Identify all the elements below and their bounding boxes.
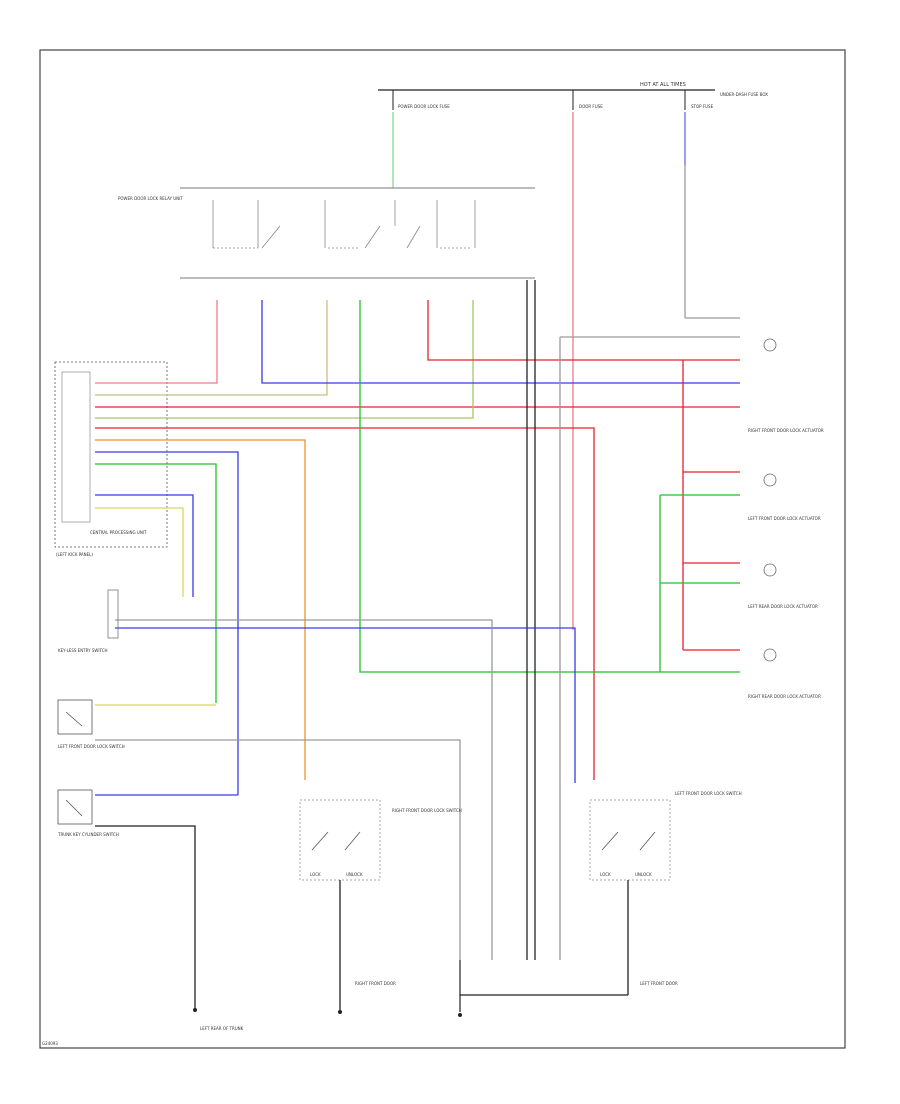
trunk-switch — [57, 789, 93, 825]
top-bus-label: HOT AT ALL TIMES — [640, 82, 686, 88]
lock-label-right: LOCK — [600, 872, 611, 877]
actuator-symbols — [763, 338, 777, 662]
trunk-switch-label: TRUNK KEY CYLINDER SWITCH — [57, 832, 119, 837]
ground-right-label: LEFT FRONT DOOR — [640, 981, 678, 986]
key-switch — [107, 589, 119, 639]
rear-right-label: RIGHT REAR DOOR LOCK ACTUATOR — [748, 694, 821, 699]
control-unit-label: CENTRAL PROCESSING UNIT — [90, 530, 147, 535]
right-door-switch — [299, 799, 381, 881]
relay-contacts — [212, 200, 476, 249]
central-processing-unit — [54, 361, 168, 548]
door-motor-left-label: LEFT FRONT DOOR LOCK ACTUATOR — [748, 516, 821, 521]
unlock-label-mid: UNLOCK — [346, 872, 363, 877]
ground-left-label: LEFT REAR OF TRUNK — [200, 1026, 244, 1031]
left-switch-label: LEFT FRONT DOOR LOCK SWITCH — [58, 744, 125, 749]
unlock-label-right: UNLOCK — [635, 872, 652, 877]
relay-output-wires — [261, 280, 740, 960]
left-door-switch-bottom — [589, 799, 671, 881]
control-unit-loc-label: (LEFT KICK PANEL) — [56, 552, 93, 557]
left-switch — [57, 699, 93, 735]
fuse-mid-label: DOOR FUSE — [579, 104, 603, 109]
ground-point — [458, 1013, 462, 1017]
right-door-switch-label: RIGHT FRONT DOOR LOCK SWITCH — [392, 808, 462, 813]
diagram-frame — [39, 49, 846, 1049]
key-switch-label: KEY-LESS ENTRY SWITCH — [58, 648, 108, 653]
relay-unit-label: POWER DOOR LOCK RELAY UNIT — [118, 196, 183, 201]
fuse-left-label: POWER DOOR LOCK FUSE — [398, 104, 450, 109]
fuse-right-box-label: UNDER-DASH FUSE BOX — [720, 92, 768, 97]
door-motor-right-label: RIGHT FRONT DOOR LOCK ACTUATOR — [748, 428, 824, 433]
cpu-inner — [61, 371, 91, 523]
cpu-wires — [95, 300, 740, 795]
corner-code: G24093 — [42, 1041, 58, 1046]
rear-left-label: LEFT REAR DOOR LOCK ACTUATOR — [748, 604, 818, 609]
trunk-switch-wire-black — [95, 825, 196, 1010]
lock-label-mid: LOCK — [310, 872, 321, 877]
ground-mid-label: RIGHT FRONT DOOR — [355, 981, 396, 986]
actuator-wires — [115, 317, 740, 960]
left-door-switch-bottom-label: LEFT FRONT DOOR LOCK SWITCH — [675, 791, 742, 796]
fuse-right-label: STOP FUSE — [691, 104, 714, 109]
left-switch-wire-gray — [95, 739, 461, 960]
